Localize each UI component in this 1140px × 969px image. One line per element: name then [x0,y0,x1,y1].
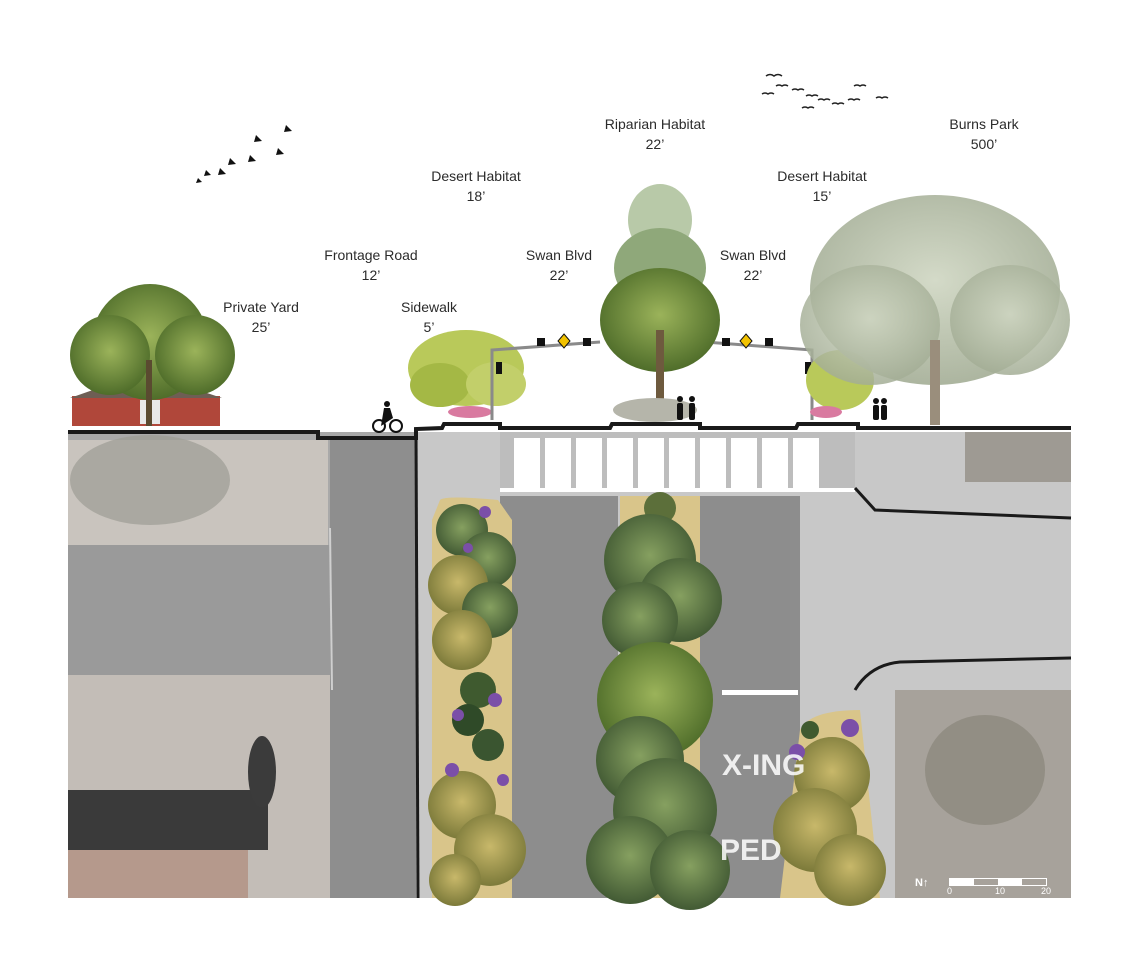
label-burns-park-width: 500’ [970,136,998,152]
street-residential [68,545,338,675]
stop-line [500,488,855,492]
burns-park-tree [800,195,1070,425]
label-desert-habitat-west-name: Desert Habitat [431,168,521,184]
label-burns-park-name: Burns Park [949,116,1019,132]
label-desert-habitat-east-name: Desert Habitat [777,168,867,184]
east-curb-top [853,486,1072,520]
east-lot-tree [925,715,1045,825]
house-roof [68,790,268,850]
road-marking-xing: X-ING [722,749,805,782]
label-desert-habitat-west-width: 18’ [466,188,486,204]
birds-east-icon [761,73,889,109]
lane-marking [722,690,798,695]
east-planting-strip [773,710,886,906]
road-marking-ped: PED [720,834,782,867]
scale-tick-0: 0 [947,886,953,896]
scale-tick-20: 20 [1041,886,1052,896]
label-desert-habitat-west: Desert Habitat 18’ [431,166,520,206]
label-swan-blvd-west: Swan Blvd 22’ [526,245,592,285]
label-riparian-habitat: Riparian Habitat 22’ [605,114,705,154]
label-swan-blvd-west-name: Swan Blvd [525,247,593,263]
traffic-signal-east [704,340,814,420]
pedestrians-east-icon [873,398,887,420]
scale-bar: N↑ 0 10 20 [915,874,1055,898]
label-frontage-road-name: Frontage Road [324,247,418,263]
label-sidewalk: Sidewalk 5’ [401,297,457,337]
riparian-median [586,492,730,910]
plan-view [68,432,1072,910]
label-swan-blvd-west-width: 22’ [549,267,569,283]
scale-tick-10: 10 [995,886,1006,896]
label-private-yard-width: 25’ [251,319,271,335]
signal-heads-east [722,333,811,374]
west-planting-median [428,497,526,906]
yard-tree-shadow [70,435,230,525]
scale-bar-graphic [949,878,1047,886]
section-view [68,184,1071,899]
label-frontage-road: Frontage Road 12’ [324,245,417,285]
north-arrow-label: N↑ [915,877,929,889]
label-burns-park: Burns Park 500’ [949,114,1018,154]
frontage-road-line [329,527,333,691]
label-swan-blvd-east: Swan Blvd 22’ [720,245,786,285]
label-sidewalk-width: 5’ [423,319,435,335]
desert-habitat-west-planting [408,330,526,418]
pedestrians-median-icon [677,396,695,420]
birds-west-icon [196,125,292,183]
label-private-yard: Private Yard 25’ [223,297,299,337]
label-swan-blvd-east-name: Swan Blvd [719,247,787,263]
label-desert-habitat-east: Desert Habitat 15’ [777,166,866,206]
riparian-tree [600,184,720,422]
private-yard-tree [70,284,235,426]
east-curb-bottom [853,656,1072,691]
section-ground-line [68,422,1071,440]
label-private-yard-name: Private Yard [223,299,299,315]
label-desert-habitat-east-width: 15’ [812,188,832,204]
house-roof-red [68,850,248,898]
frontage-road [330,440,416,898]
label-sidewalk-name: Sidewalk [400,299,458,315]
crosswalk-stripes [514,438,819,488]
frontage-road-edge [414,429,420,899]
label-swan-blvd-east-width: 22’ [743,267,763,283]
label-riparian-habitat-width: 22’ [645,136,665,152]
cyclist-icon [372,401,403,433]
car [248,736,276,808]
label-frontage-road-width: 12’ [361,267,381,283]
east-parking [965,432,1071,482]
label-riparian-habitat-name: Riparian Habitat [604,116,706,132]
signal-heads-west [496,333,591,374]
